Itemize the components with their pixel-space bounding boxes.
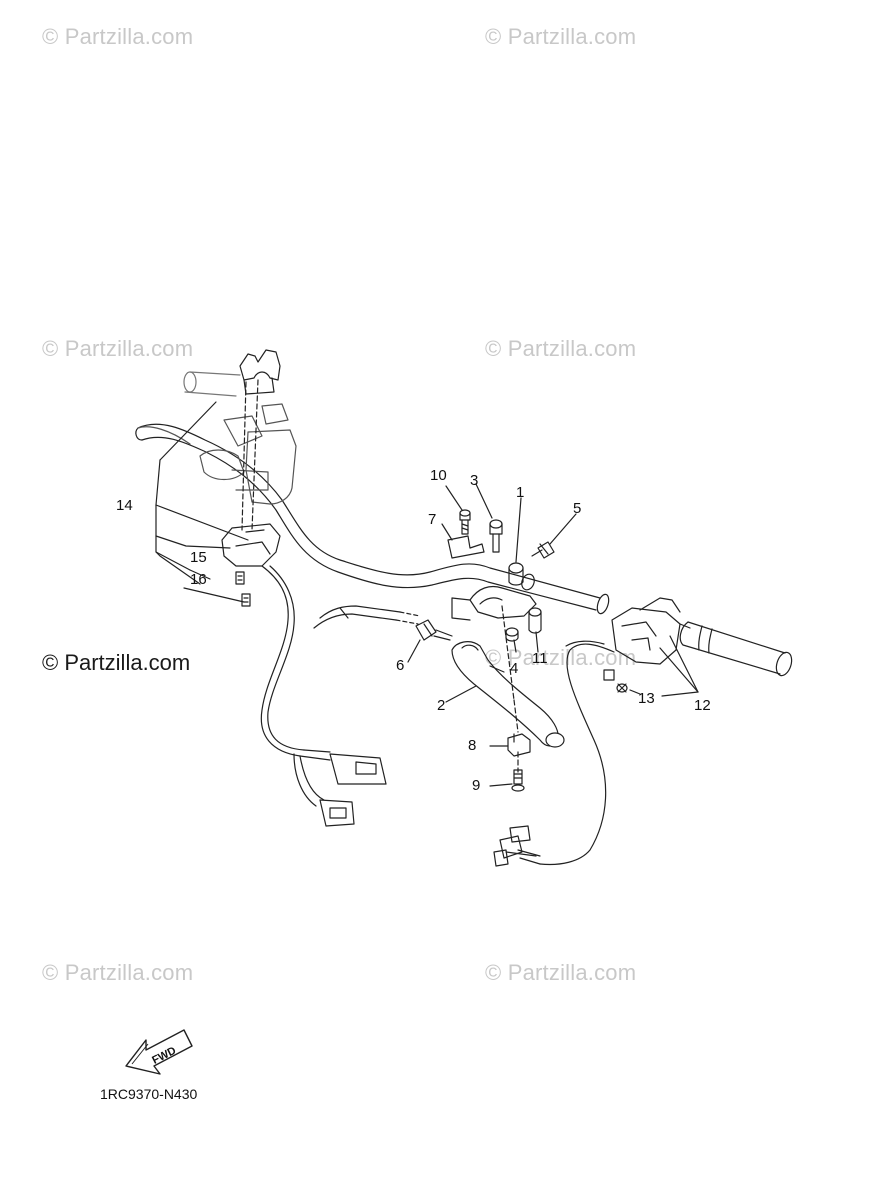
handlebar bbox=[135, 423, 610, 615]
callout-1: 1 bbox=[516, 484, 525, 501]
callout-9: 9 bbox=[472, 777, 481, 794]
callout-13: 13 bbox=[638, 690, 655, 707]
screw-13 bbox=[616, 683, 628, 693]
bolt-10 bbox=[459, 509, 471, 535]
callout-5: 5 bbox=[573, 500, 582, 517]
callout-15: 15 bbox=[190, 549, 207, 566]
callout-14: 14 bbox=[116, 497, 133, 514]
clutch-lever bbox=[451, 641, 565, 748]
callout-2: 2 bbox=[437, 697, 446, 714]
alignment-line-left bbox=[241, 379, 259, 531]
watermark-main: © Partzilla.com bbox=[42, 650, 191, 675]
bolt-3 bbox=[489, 519, 503, 553]
watermark-top-left: © Partzilla.com bbox=[42, 24, 194, 49]
leader-lines-center bbox=[407, 483, 577, 787]
bracket-7 bbox=[447, 535, 485, 559]
callout-11: 11 bbox=[532, 650, 548, 667]
watermark-mid-left: © Partzilla.com bbox=[42, 336, 194, 361]
left-grip bbox=[183, 371, 241, 397]
switch-8 bbox=[507, 733, 531, 757]
lever-holder bbox=[451, 562, 537, 621]
adjuster-6 bbox=[415, 619, 453, 641]
callout-6: 6 bbox=[396, 657, 405, 674]
watermark-top-right: © Partzilla.com bbox=[485, 24, 637, 49]
screw-16 bbox=[241, 593, 251, 607]
left-handlebar-switch bbox=[221, 523, 281, 567]
right-wire-harness bbox=[493, 640, 615, 867]
callout-4: 4 bbox=[510, 660, 519, 677]
callout-7: 7 bbox=[428, 511, 437, 528]
watermark-bottom-right: © Partzilla.com bbox=[485, 960, 637, 985]
callout-8: 8 bbox=[468, 737, 477, 754]
alignment-line-lever bbox=[501, 605, 519, 773]
callout-16: 16 bbox=[190, 571, 207, 588]
diagram-code: 1RC9370-N430 bbox=[100, 1086, 198, 1102]
clutch-cable bbox=[313, 605, 421, 629]
left-lever-assembly bbox=[137, 403, 297, 505]
leader-lines-right bbox=[629, 635, 699, 697]
callout-3: 3 bbox=[470, 472, 479, 489]
watermark-bottom-left: © Partzilla.com bbox=[42, 960, 194, 985]
screw-9 bbox=[511, 769, 525, 792]
bushing-11 bbox=[528, 607, 542, 634]
right-handlebar-switch bbox=[611, 597, 691, 665]
callout-10: 10 bbox=[430, 467, 447, 484]
left-clamp-top bbox=[239, 349, 281, 395]
left-wire-harness bbox=[260, 565, 387, 827]
fwd-arrow-icon: FWD bbox=[125, 1029, 193, 1075]
bolt-5 bbox=[531, 541, 555, 559]
connector-13 bbox=[603, 669, 615, 681]
watermark-mid-right: © Partzilla.com bbox=[485, 336, 637, 361]
right-grip bbox=[679, 621, 793, 677]
leader-lines-left bbox=[155, 401, 249, 603]
screw-15 bbox=[235, 571, 245, 585]
collar-4 bbox=[505, 627, 519, 642]
callout-12: 12 bbox=[694, 697, 711, 714]
